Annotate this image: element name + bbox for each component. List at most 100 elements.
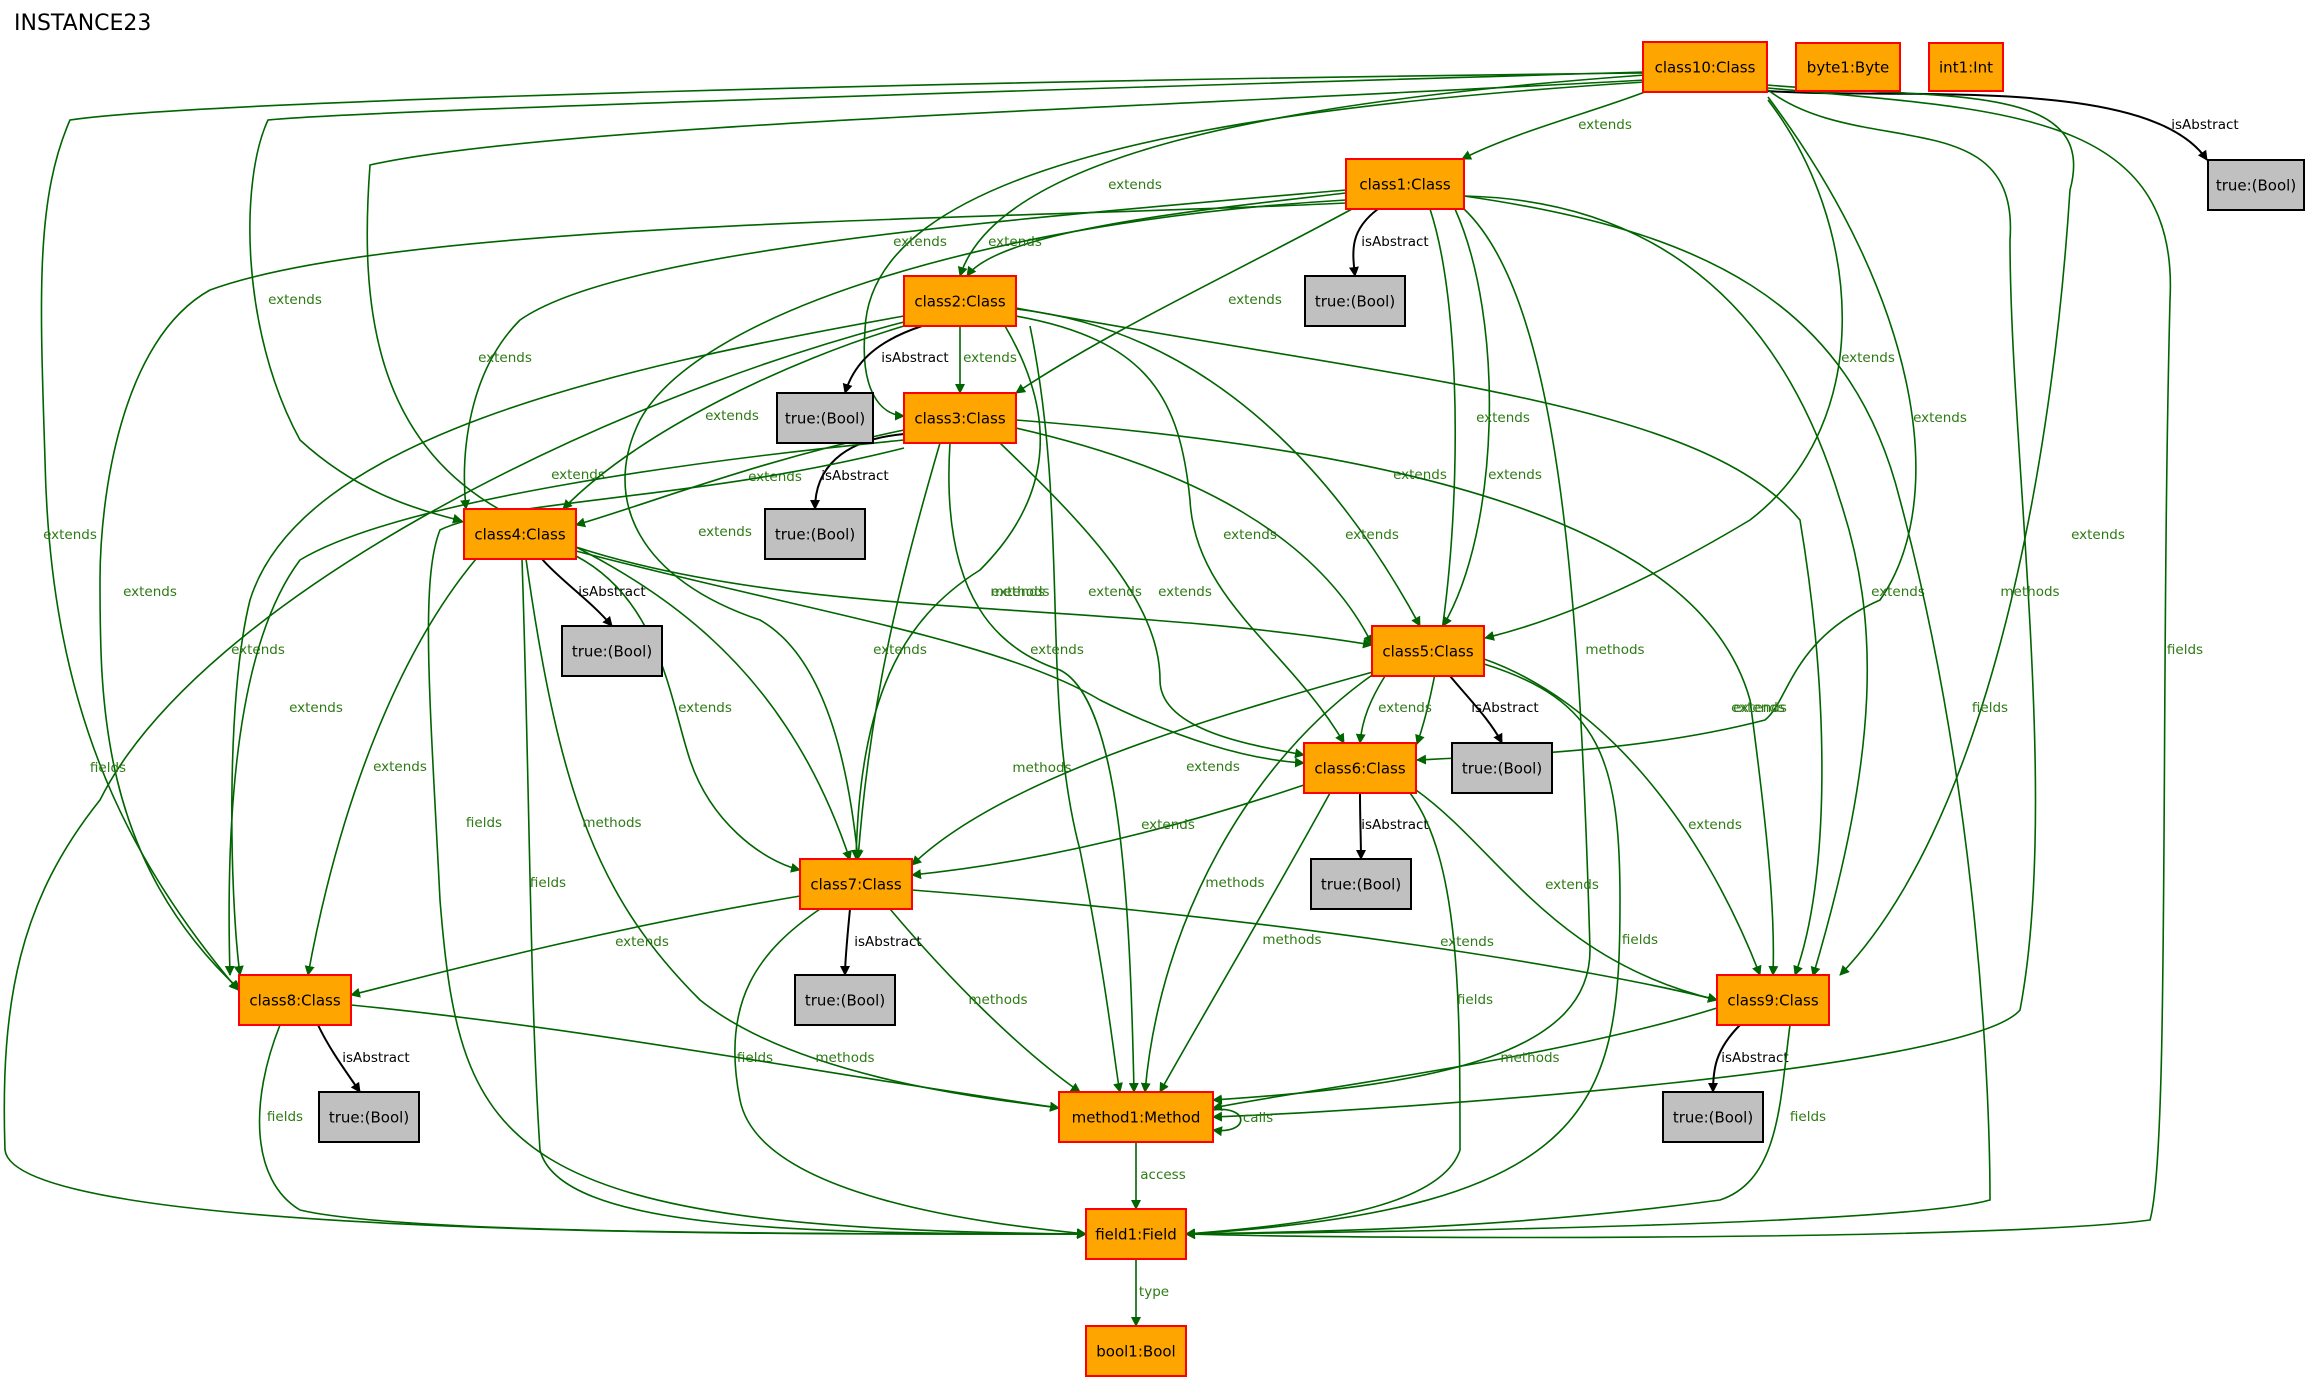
edge-line (948, 442, 1139, 1093)
node-label: true:(Bool) (1673, 1109, 1753, 1127)
node-method1[interactable]: method1:Method (1058, 1091, 1214, 1143)
node-class8[interactable]: class8:Class (238, 974, 352, 1026)
edge-class2-method1: methods (1012, 325, 1123, 1093)
edge-class8-b8: isAbstract (317, 1024, 410, 1093)
node-label: true:(Bool) (2216, 177, 2296, 195)
edge-line (853, 442, 941, 860)
object-box (903, 275, 1017, 327)
edge-line (999, 442, 1305, 759)
node-b2[interactable]: true:(Bool) (776, 392, 874, 444)
edge-label: fields (90, 760, 126, 776)
edge-label: extends (893, 234, 947, 250)
node-class10[interactable]: class10:Class (1642, 41, 1768, 93)
edge-class10-class9: extends (1766, 84, 2125, 976)
edge-class2-b2: isAbstract (842, 325, 949, 394)
node-label: method1:Method (1072, 1109, 1201, 1127)
edge-class6-field1: fields (1185, 792, 1493, 1239)
edge-class3-class6: extends (999, 442, 1305, 759)
edge-line (562, 325, 905, 510)
edge-line (957, 74, 1646, 277)
edge-line (317, 1024, 361, 1093)
edge-line (1185, 1024, 1791, 1239)
edge-line (3, 321, 1087, 1240)
edge-label: fields (267, 1109, 303, 1125)
node-b8[interactable]: true:(Bool) (318, 1091, 420, 1143)
edge-class3-field1: fields (427, 447, 1087, 1239)
edge-line (1416, 96, 1917, 765)
edge-label: extends (1731, 700, 1785, 716)
edge-label: isAbstract (578, 584, 645, 600)
node-class1[interactable]: class1:Class (1345, 158, 1465, 210)
node-field1[interactable]: field1:Field (1085, 1208, 1187, 1260)
node-class9[interactable]: class9:Class (1716, 974, 1830, 1026)
edge-label: isAbstract (854, 934, 921, 950)
node-int1[interactable]: int1:Int (1928, 42, 2004, 92)
edge-line (1212, 89, 2037, 1122)
edge-class1-class9: extends (1463, 195, 1925, 977)
node-class5[interactable]: class5:Class (1371, 625, 1485, 677)
node-byte1[interactable]: byte1:Byte (1795, 42, 1901, 92)
edge-label: access (1140, 1167, 1186, 1183)
edge-label: extends (2071, 527, 2125, 543)
edge-line (350, 1004, 1060, 1112)
edge-line (810, 433, 905, 510)
node-class2[interactable]: class2:Class (903, 275, 1017, 327)
node-bool1[interactable]: bool1:Bool (1085, 1325, 1187, 1377)
node-class6[interactable]: class6:Class (1303, 742, 1417, 794)
edge-line (1015, 307, 1823, 976)
edge-class8-field1: fields (258, 1024, 1087, 1239)
node-label: class8:Class (249, 992, 340, 1010)
node-class7[interactable]: class7:Class (799, 858, 913, 910)
node-b10[interactable]: true:(Bool) (2207, 159, 2305, 211)
node-b5[interactable]: true:(Bool) (1451, 742, 1553, 794)
object-box (903, 392, 1017, 444)
edge-line (99, 202, 1347, 991)
node-b6[interactable]: true:(Bool) (1310, 858, 1412, 910)
node-b4[interactable]: true:(Bool) (561, 625, 663, 677)
edge-label: methods (990, 584, 1049, 600)
edge-line (231, 315, 905, 976)
node-label: true:(Bool) (775, 526, 855, 544)
edge-label: isAbstract (2171, 117, 2238, 133)
edge-line (851, 325, 1042, 860)
object-box (1058, 1091, 1214, 1143)
edge-line (1484, 99, 1843, 641)
node-class3[interactable]: class3:Class (903, 392, 1017, 444)
value-box (561, 625, 663, 677)
edge-line (1449, 675, 1503, 744)
node-b1[interactable]: true:(Bool) (1304, 275, 1406, 327)
edge-class3-class9: extends (1015, 419, 1785, 976)
node-label: bool1:Bool (1096, 1343, 1175, 1361)
edge-label: isAbstract (1471, 700, 1538, 716)
node-b3[interactable]: true:(Bool) (764, 508, 866, 560)
edge-class4-class6: extends (575, 550, 1305, 768)
node-b7[interactable]: true:(Bool) (794, 974, 896, 1026)
edge-line (840, 908, 851, 976)
edge-class1-class7: extends (624, 199, 1347, 860)
edge-field1-bool1: type (1131, 1259, 1169, 1327)
value-box (318, 1091, 420, 1143)
edge-class4-class5: extends (575, 546, 1373, 649)
edge-class5-class7: extends (911, 669, 1381, 866)
edge-line (1185, 792, 1461, 1239)
edge-line (1483, 658, 1762, 976)
edge-line (1029, 325, 1123, 1093)
edge-line (966, 192, 1347, 277)
edge-label: extends (1378, 700, 1432, 716)
edge-line (541, 558, 613, 627)
node-label: class10:Class (1655, 59, 1756, 77)
node-class4[interactable]: class4:Class (463, 508, 577, 560)
edge-label: fields (1622, 932, 1658, 948)
edge-line (304, 558, 477, 976)
edge-class10-b10: isAbstract (1766, 90, 2239, 161)
edge-label: extends (678, 700, 732, 716)
object-box (1085, 1208, 1187, 1260)
edge-label: extends (551, 467, 605, 483)
edge-label: extends (963, 350, 1017, 366)
node-label: class2:Class (914, 293, 1005, 311)
edge-class1-b1: isAbstract (1349, 208, 1429, 277)
node-b9[interactable]: true:(Bool) (1662, 1091, 1764, 1143)
edge-label: extends (1228, 292, 1282, 308)
edge-line (1355, 675, 1386, 744)
edge-label: extends (1913, 410, 1967, 426)
